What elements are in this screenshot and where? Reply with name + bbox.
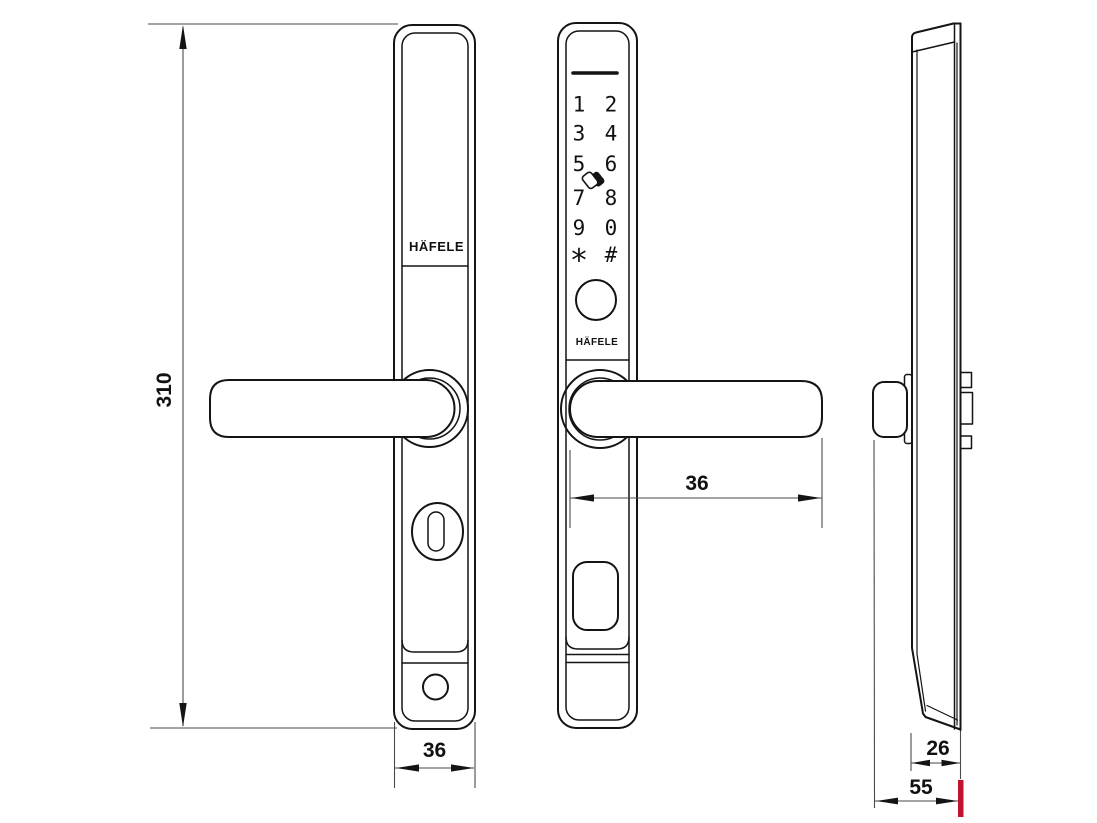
key-6: 6 — [605, 152, 618, 176]
key-9: 9 — [573, 216, 586, 240]
handle-grip-side — [872, 381, 908, 438]
dim-plate-width: 36 — [393, 722, 476, 788]
arrow-left-icon — [571, 494, 594, 502]
front-view: 1 2 3 4 5 6 7 8 9 0 * # HÄFELE — [557, 22, 823, 729]
key-7: 7 — [573, 186, 586, 210]
key-hash: # — [605, 243, 618, 267]
key-4: 4 — [605, 122, 618, 146]
bottom-screw-hole — [422, 673, 449, 701]
red-reference-marker — [958, 780, 964, 817]
keypad: 1 2 3 4 5 6 7 8 9 0 * # — [570, 93, 618, 280]
front-slab-inner-line — [916, 49, 927, 712]
front-plate-outer — [557, 22, 638, 729]
dim-handle-length: 36 — [569, 438, 823, 528]
bottom-bevel-inner-line — [926, 704, 959, 721]
dim-overall-height: 310 — [148, 23, 398, 729]
key-8: 8 — [605, 186, 618, 210]
door-handle-lever-back — [209, 379, 456, 438]
key-cover-slide — [572, 561, 619, 631]
front-slab-profile — [911, 22, 962, 731]
keyhole-escutcheon — [411, 502, 464, 561]
fixing-tab-bottom — [959, 435, 973, 450]
arrow-down-icon — [179, 703, 187, 727]
front-plate-inner — [565, 30, 630, 721]
dim-value-310: 310 — [153, 372, 176, 407]
spindle-block — [959, 391, 974, 425]
key-0: 0 — [605, 216, 618, 240]
key-5: 5 — [573, 152, 586, 176]
key-2: 2 — [605, 93, 618, 117]
top-bevel-inner-line — [911, 41, 956, 53]
arrow-right-icon — [798, 494, 821, 502]
back-plate-outer — [393, 24, 476, 730]
dim-overall-depth: 55 — [873, 439, 964, 817]
dim-body-depth: 26 — [910, 731, 962, 779]
arrow-up-icon — [179, 25, 187, 49]
rfid-card-icon — [581, 171, 605, 190]
arrow-left-icon — [911, 759, 930, 767]
dim-value-36-plate: 36 — [423, 739, 446, 762]
dim-value-26: 26 — [926, 737, 949, 760]
keyhole-slot — [427, 511, 445, 552]
lower-section-curve — [565, 636, 630, 650]
arrow-left-icon — [396, 764, 419, 772]
arrow-left-icon — [876, 797, 898, 805]
dim-value-36-handle: 36 — [685, 472, 708, 495]
fixing-tab-top — [959, 371, 973, 389]
brand-logo-back: HÄFELE — [409, 239, 464, 254]
key-3: 3 — [573, 122, 586, 146]
dim-value-55: 55 — [909, 776, 933, 799]
door-handle-lever-front — [569, 380, 823, 438]
key-star: * — [570, 243, 589, 279]
fingerprint-reader-circle — [575, 279, 617, 321]
arrow-right-icon — [936, 797, 958, 805]
side-view — [872, 22, 974, 731]
brand-logo-front: HÄFELE — [576, 335, 618, 348]
arrow-right-icon — [451, 764, 474, 772]
key-1: 1 — [573, 93, 586, 117]
back-plate-inner — [401, 32, 469, 722]
lower-section-curve — [401, 639, 469, 653]
arrow-right-icon — [941, 759, 960, 767]
back-view: HÄFELE — [209, 24, 476, 730]
extension-line-left — [873, 439, 876, 809]
